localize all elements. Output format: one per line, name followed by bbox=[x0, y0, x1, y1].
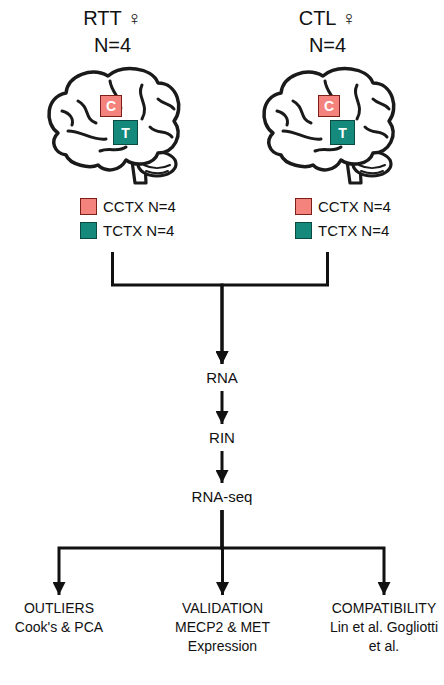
flow-arrow bbox=[59, 510, 222, 595]
flow-arrow bbox=[221, 391, 224, 424]
region-letter: C bbox=[324, 99, 334, 113]
legend-text: CCTX N=4 bbox=[103, 198, 176, 215]
legend-swatch bbox=[295, 198, 312, 215]
output-heading: OUTLIERS bbox=[3, 598, 115, 618]
group-heading: CTL ♀ N=4 bbox=[292, 5, 364, 59]
cortex-region-box: C bbox=[318, 95, 340, 117]
region-letter: T bbox=[338, 126, 347, 140]
flow-arrow bbox=[222, 252, 328, 364]
flow-arrow bbox=[221, 451, 224, 483]
legend-text: TCTX N=4 bbox=[103, 222, 174, 239]
cortex-region-box: T bbox=[113, 120, 138, 145]
region-letter: C bbox=[106, 99, 116, 113]
step-label: RIN bbox=[177, 427, 267, 449]
output-heading: COMPATIBILITY bbox=[326, 598, 442, 618]
cortex-region-box: C bbox=[100, 95, 122, 117]
legend-text: CCTX N=4 bbox=[318, 198, 391, 215]
brain-outline bbox=[255, 61, 400, 186]
process-step: RNA bbox=[177, 367, 267, 389]
analysis-output: OUTLIERSCook's & PCA bbox=[3, 598, 115, 680]
analysis-output: COMPATIBILITYLin et al. Gogliotti et al. bbox=[326, 598, 442, 680]
group-heading: RTT ♀ N=4 bbox=[77, 5, 149, 59]
analysis-output: VALIDATIONMECP2 & MET Expression bbox=[165, 598, 280, 680]
region-letter: T bbox=[121, 126, 130, 140]
output-detail: Cook's & PCA bbox=[3, 618, 115, 637]
process-step: RIN bbox=[177, 427, 267, 449]
legend-swatch bbox=[80, 222, 97, 239]
flow-arrow bbox=[113, 252, 223, 364]
step-label: RNA-seq bbox=[177, 486, 267, 508]
legend-text: TCTX N=4 bbox=[318, 222, 389, 239]
output-detail: Lin et al. Gogliotti et al. bbox=[329, 618, 439, 656]
output-detail: MECP2 & MET Expression bbox=[171, 618, 275, 656]
legend-swatch bbox=[80, 198, 97, 215]
cortex-region-box: T bbox=[330, 120, 355, 145]
legend-swatch bbox=[295, 222, 312, 239]
step-label: RNA bbox=[177, 367, 267, 389]
flow-arrow bbox=[222, 510, 384, 595]
flow-arrow bbox=[221, 510, 225, 595]
process-step: RNA-seq bbox=[177, 486, 267, 508]
output-heading: VALIDATION bbox=[165, 598, 280, 618]
